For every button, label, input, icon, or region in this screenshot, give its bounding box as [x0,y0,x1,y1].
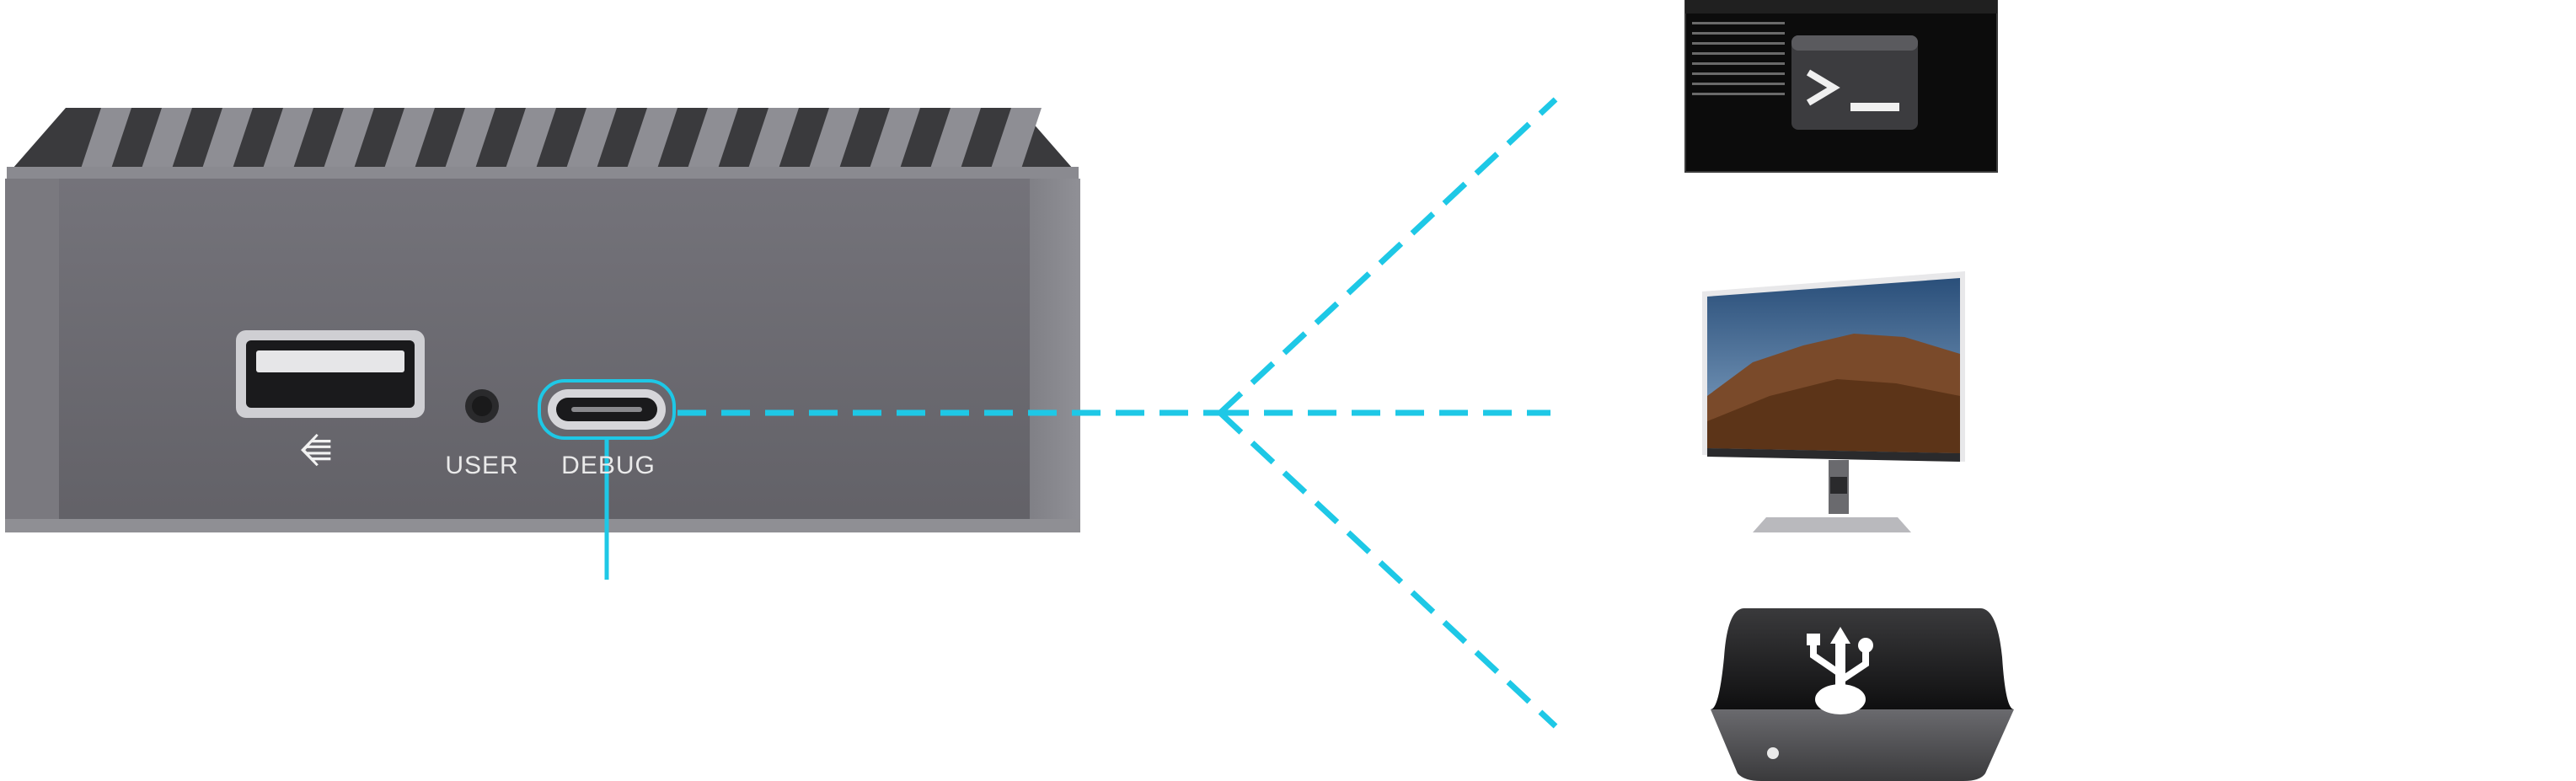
heatsink-fin [868,108,920,174]
heatsink-fin [322,108,374,174]
terminal-text-line [1692,83,1785,85]
usb-storage-device-icon [1711,608,2014,781]
device-body [5,179,1080,531]
heatsink-fin [565,108,617,174]
heatsink-fins [79,108,1042,174]
terminal-text-line [1692,62,1785,65]
heatsink-fin [807,108,860,174]
user-port-label: USER [445,452,519,479]
right-end-cap [1030,179,1080,531]
bottom-edge [5,519,1080,532]
heatsink-fin [140,108,192,174]
hub-to-terminal-line [1218,97,1558,415]
usb-icon: ⭅ [300,431,332,473]
debug-port-label: DEBUG [561,452,656,479]
heatsink-fin [201,108,253,174]
user-button [465,389,499,423]
heatsink-fin [79,108,131,174]
terminal-text-line [1692,72,1785,75]
hub-to-usb-drive-line [1218,410,1558,729]
heatsink-fin [383,108,435,174]
heatsink-fin [747,108,799,174]
connector-lines [604,97,1558,729]
terminal-text-line [1692,42,1785,45]
heatsink-fin [989,108,1042,174]
terminal-text-line [1692,93,1785,95]
heatsink-fin [504,108,556,174]
left-end-cap [5,179,59,531]
mini-pc-device [5,108,1080,532]
heatsink-fin [929,108,981,174]
terminal-text-line [1692,52,1785,55]
heatsink-fin [686,108,738,174]
usb-a-port [236,330,425,418]
heatsink-fin [261,108,313,174]
monitor-icon [1702,271,1965,532]
heatsink-fin [443,108,495,174]
heatsink-fin [625,108,677,174]
terminal-text-line [1692,32,1785,35]
top-ledge [7,167,1079,182]
debug-usb-c-port [538,379,676,440]
terminal-window-icon [1684,0,1998,173]
terminal-text-line [1692,22,1785,24]
